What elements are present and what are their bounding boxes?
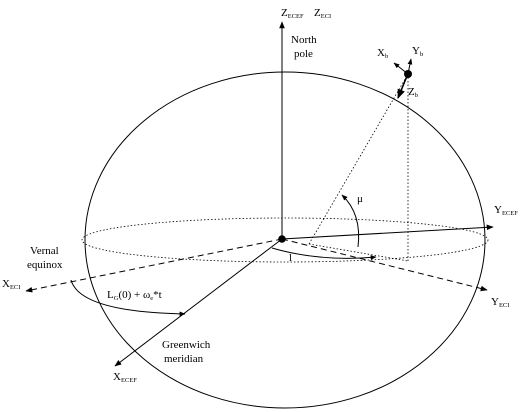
greenwich-meridian-label: Greenwich meridian xyxy=(162,339,213,365)
vernal-equinox-label: Vernal equinox xyxy=(27,245,63,271)
x-b-label: Xb xyxy=(377,47,388,60)
x-eci-axis xyxy=(25,238,283,293)
earth-ellipsoid xyxy=(84,71,486,409)
equatorial-plane xyxy=(81,217,489,263)
x-eci-label: XECI xyxy=(2,278,20,291)
y-eci-axis xyxy=(281,238,488,292)
y-ecef-axis xyxy=(281,224,494,240)
north-pole-label: North pole xyxy=(291,34,319,60)
rotation-arc xyxy=(70,279,186,317)
z-eci-label: ZECI xyxy=(314,7,331,20)
ground-projection-line xyxy=(308,243,409,262)
rotation-formula-label: LG(0) + ωe*t xyxy=(107,289,162,302)
x-ecef-label: XECEF xyxy=(113,371,137,384)
latitude-arc xyxy=(341,194,360,248)
z-ecef-label: ZECEF xyxy=(281,7,304,20)
z-b-axis xyxy=(397,75,408,99)
z-b-label: Zb xyxy=(408,86,418,99)
earth-center-dot xyxy=(278,235,286,243)
y-b-label: Yb xyxy=(412,45,423,58)
y-ecef-label: YECEF xyxy=(494,204,518,217)
y-eci-label: YECI xyxy=(491,296,509,309)
position-vector xyxy=(308,73,409,245)
satellite-dot xyxy=(404,70,412,78)
longitude-arc xyxy=(271,247,377,260)
mu-label: μ xyxy=(357,193,363,205)
l-label: l xyxy=(289,252,292,264)
x-ecef-axis xyxy=(114,238,283,367)
